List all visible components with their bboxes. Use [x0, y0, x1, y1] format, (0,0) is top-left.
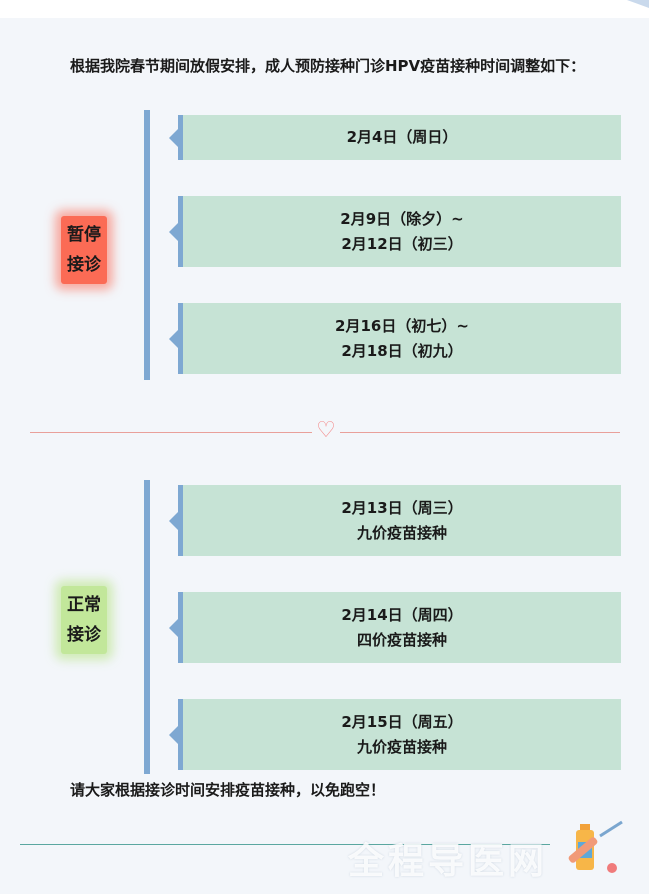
card-date: 2月9日（除夕）~: [340, 209, 464, 228]
normal-card-1: 2月13日（周三） 九价疫苗接种: [169, 485, 621, 556]
paused-card-2: 2月9日（除夕）~ 2月12日（初三）: [169, 196, 621, 267]
card-date: 2月13日（周三）: [341, 498, 463, 517]
card-date: 2月14日（周四）: [341, 605, 463, 624]
top-bar: [0, 0, 649, 18]
paused-tag-line2: 接诊: [67, 255, 101, 275]
closing-text: 请大家根据接诊时间安排疫苗接种，以免跑空！: [70, 781, 386, 799]
card-vaccine: 九价疫苗接种: [356, 737, 447, 756]
paused-tag: 暂停 接诊: [61, 216, 107, 284]
timeline-bar-paused: [144, 110, 150, 380]
paused-card-3: 2月16日（初七）~ 2月18日（初九）: [169, 303, 621, 374]
watermark: 全程导医网: [348, 841, 549, 882]
card-date: 2月16日（初七）~: [335, 316, 469, 335]
card-date: 2月4日（周日）: [346, 128, 458, 146]
timeline-bar-normal: [144, 480, 150, 774]
footer-line: [20, 844, 550, 845]
heart-icon: ♡: [312, 418, 340, 444]
corner-decoration: [627, 0, 649, 8]
paused-tag-line1: 暂停: [67, 225, 101, 245]
normal-tag: 正常 接诊: [61, 586, 107, 654]
normal-card-3: 2月15日（周五） 九价疫苗接种: [169, 699, 621, 770]
card-vaccine: 九价疫苗接种: [356, 523, 447, 542]
vaccine-bottle-syringe-icon: [568, 820, 623, 873]
card-date-end: 2月18日（初九）: [341, 341, 463, 360]
paused-card-1: 2月4日（周日）: [169, 115, 621, 160]
normal-tag-line2: 接诊: [67, 625, 101, 645]
intro-text: 根据我院春节期间放假安排，成人预防接种门诊HPV疫苗接种时间调整如下：: [70, 57, 586, 75]
normal-tag-line1: 正常: [67, 595, 101, 615]
card-vaccine: 四价疫苗接种: [356, 630, 447, 649]
card-date: 2月15日（周五）: [341, 712, 463, 731]
card-date-end: 2月12日（初三）: [341, 234, 463, 253]
normal-card-2: 2月14日（周四） 四价疫苗接种: [169, 592, 621, 663]
